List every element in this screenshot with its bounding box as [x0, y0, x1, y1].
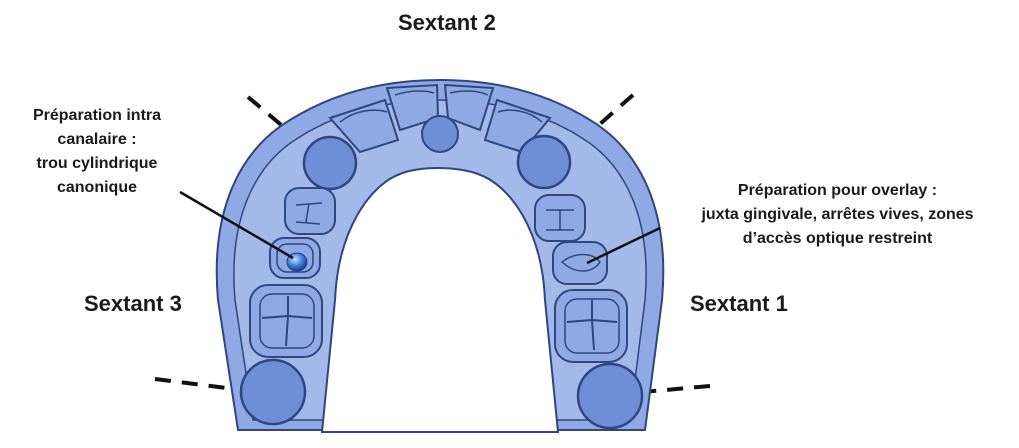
annotation-overlay-line-2: juxta gingivale, arrêtes vives, zones	[660, 203, 1015, 227]
tooth-rear-molar-right	[578, 364, 642, 428]
tooth-rear-molar-left	[241, 360, 305, 424]
label-sextant-top: Sextant 2	[398, 10, 496, 36]
annotation-overlay-line-3: d’accès optique restreint	[660, 227, 1015, 251]
annotation-intra-canal-line-3: trou cylindrique	[8, 152, 186, 176]
tooth-canine-left	[304, 137, 356, 189]
annotation-intra-canal-line-1: Préparation intra	[8, 104, 186, 128]
label-sextant-left: Sextant 3	[84, 291, 182, 317]
annotation-overlay: Préparation pour overlay : juxta gingiva…	[660, 179, 1015, 251]
tooth-central-round	[422, 116, 458, 152]
annotation-intra-canal: Préparation intra canalaire : trou cylin…	[8, 104, 186, 200]
tooth-premolar-left-1	[285, 188, 335, 234]
annotation-intra-canal-line-4: canonique	[8, 176, 186, 200]
annotation-intra-canal-line-2: canalaire :	[8, 128, 186, 152]
tooth-canine-right	[518, 136, 570, 188]
annotation-overlay-line-1: Préparation pour overlay :	[660, 179, 1015, 203]
label-sextant-right: Sextant 1	[690, 291, 788, 317]
tooth-molar-left	[250, 285, 322, 357]
